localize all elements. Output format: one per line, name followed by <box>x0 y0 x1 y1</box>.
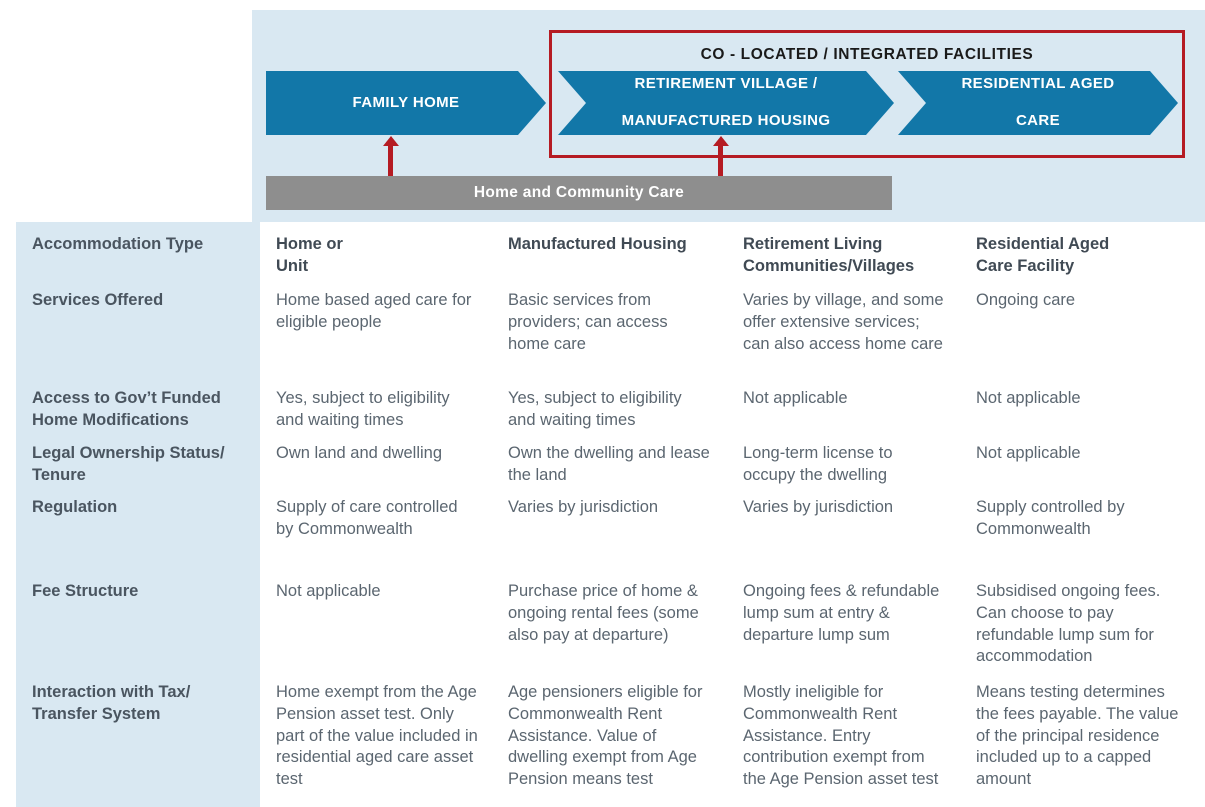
row-label-fee-structure: Fee Structure <box>16 569 260 670</box>
row-label-accommodation-type-text: Accommodation Type <box>32 235 204 253</box>
row-label-services-offered: Services Offered <box>16 278 260 376</box>
red-arrow-to-family-home <box>388 145 393 177</box>
chevron-residential-aged-care-line2: CARE <box>1015 112 1061 130</box>
cell-tax-transfer-manufactured-housing: Age pensioners eligible for Commonwealth… <box>508 683 703 789</box>
pathway-diagram-panel: CO - LOCATED / INTEGRATED FACILITIES FAM… <box>252 10 1205 222</box>
cell-services-offered-home-or-unit: Home based aged care for eligible people <box>276 291 472 331</box>
cell-home-modifications-residential-aged-care: Not applicable <box>976 389 1081 407</box>
cell-home-modifications-retirement-living: Not applicable <box>743 389 848 407</box>
row-label-services-offered-text: Services Offered <box>32 291 164 309</box>
chevron-family-home-label: FAMILY HOME <box>352 93 460 111</box>
cell-services-offered-manufactured-housing: Basic services from providers; can acces… <box>508 291 668 353</box>
column-header-retirement-living: Retirement Living Communities/Villages <box>727 222 960 278</box>
row-label-tax-transfer-line2: Transfer System <box>32 704 161 723</box>
cell-regulation-manufactured-housing: Varies by jurisdiction <box>508 498 659 516</box>
cell-legal-ownership-residential-aged-care: Not applicable <box>976 444 1081 462</box>
cell-tax-transfer-home-or-unit: Home exempt from the Age Pension asset t… <box>276 683 478 789</box>
column-header-residential-aged-care-line1: Residential Aged <box>976 235 1110 253</box>
row-label-legal-ownership: Legal Ownership Status/ Tenure <box>16 431 260 485</box>
cell-legal-ownership-home-or-unit: Own land and dwelling <box>276 444 443 462</box>
cell-legal-ownership-manufactured-housing: Own the dwelling and lease the land <box>508 444 710 484</box>
column-header-retirement-living-line2: Communities/Villages <box>743 256 915 275</box>
cell-fee-structure-residential-aged-care: Subsidised ongoing fees. Can choose to p… <box>976 582 1161 666</box>
cell-services-offered-retirement-living: Varies by village, and some offer extens… <box>743 291 944 353</box>
row-label-tax-transfer: Interaction with Tax/ Transfer System <box>16 670 260 807</box>
chevron-residential-aged-care-line1: RESIDENTIAL AGED <box>961 74 1115 92</box>
column-header-home-or-unit-line1: Home or <box>276 235 343 253</box>
row-label-regulation: Regulation <box>16 485 260 569</box>
chevron-retirement-village-line2: MANUFACTURED HOUSING <box>621 112 831 130</box>
cell-legal-ownership-retirement-living: Long-term license to occupy the dwelling <box>743 444 893 484</box>
column-header-manufactured-housing-line1: Manufactured Housing <box>508 235 687 253</box>
row-label-column-background <box>16 222 260 807</box>
column-header-manufactured-housing: Manufactured Housing <box>492 222 727 278</box>
cell-regulation-retirement-living: Varies by jurisdiction <box>743 498 894 516</box>
column-header-retirement-living-line1: Retirement Living <box>743 235 883 253</box>
grid-gutter <box>0 376 16 431</box>
chevron-residential-aged-care[interactable]: RESIDENTIAL AGED CARE <box>898 71 1178 135</box>
column-header-home-or-unit: Home or Unit <box>260 222 492 278</box>
column-header-residential-aged-care: Residential Aged Care Facility <box>960 222 1205 278</box>
row-label-home-modifications-line2: Home Modifications <box>32 410 189 429</box>
row-label-tax-transfer-line1: Interaction with Tax/ <box>32 683 191 701</box>
red-arrow-to-retirement-village <box>718 145 723 177</box>
cell-home-modifications-home-or-unit: Yes, subject to eligibility and waiting … <box>276 389 450 429</box>
chevron-retirement-village-line1: RETIREMENT VILLAGE / <box>634 74 818 92</box>
row-label-fee-structure-text: Fee Structure <box>32 582 139 600</box>
cell-regulation-residential-aged-care: Supply controlled by Commonwealth <box>976 498 1125 538</box>
row-label-home-modifications: Access to Gov’t Funded Home Modification… <box>16 376 260 431</box>
row-label-accommodation-type: Accommodation Type <box>16 222 260 278</box>
row-label-legal-ownership-line1: Legal Ownership Status/ <box>32 444 225 462</box>
column-header-home-or-unit-line2: Unit <box>276 256 309 275</box>
home-and-community-care-bar: Home and Community Care <box>266 176 892 210</box>
column-header-residential-aged-care-line2: Care Facility <box>976 256 1075 275</box>
grid-gutter <box>0 278 16 376</box>
grid-gutter <box>0 485 16 569</box>
row-label-legal-ownership-line2: Tenure <box>32 465 86 484</box>
chevron-retirement-village-label: RETIREMENT VILLAGE / MANUFACTURED HOUSIN… <box>570 75 883 131</box>
cell-fee-structure-retirement-living: Ongoing fees & refundable lump sum at en… <box>743 582 940 644</box>
cell-fee-structure-manufactured-housing: Purchase price of home & ongoing rental … <box>508 582 699 644</box>
cell-tax-transfer-retirement-living: Mostly ineligible for Commonwealth Rent … <box>743 683 939 789</box>
chevron-retirement-village[interactable]: RETIREMENT VILLAGE / MANUFACTURED HOUSIN… <box>558 71 894 135</box>
chevron-residential-aged-care-label: RESIDENTIAL AGED CARE <box>909 75 1166 131</box>
home-and-community-care-label: Home and Community Care <box>473 184 685 201</box>
row-label-regulation-text: Regulation <box>32 498 118 516</box>
co-located-label: CO - LOCATED / INTEGRATED FACILITIES <box>700 46 1034 63</box>
table-grid: Accommodation Type Home or Unit Manufact… <box>0 222 1205 807</box>
cell-home-modifications-manufactured-housing: Yes, subject to eligibility and waiting … <box>508 389 682 429</box>
comparison-table: Accommodation Type Home or Unit Manufact… <box>0 222 1205 807</box>
cell-tax-transfer-residential-aged-care: Means testing determines the fees payabl… <box>976 683 1179 789</box>
grid-gutter <box>0 670 16 807</box>
cell-fee-structure-home-or-unit: Not applicable <box>276 582 381 600</box>
chevron-family-home[interactable]: FAMILY HOME <box>266 71 546 135</box>
cell-services-offered-residential-aged-care: Ongoing care <box>976 291 1076 309</box>
co-located-highlight-box <box>549 30 1185 158</box>
cell-regulation-home-or-unit: Supply of care controlled by Commonwealt… <box>276 498 458 538</box>
grid-gutter <box>0 222 16 278</box>
row-label-home-modifications-line1: Access to Gov’t Funded <box>32 389 221 407</box>
grid-gutter <box>0 431 16 485</box>
grid-gutter <box>0 569 16 670</box>
